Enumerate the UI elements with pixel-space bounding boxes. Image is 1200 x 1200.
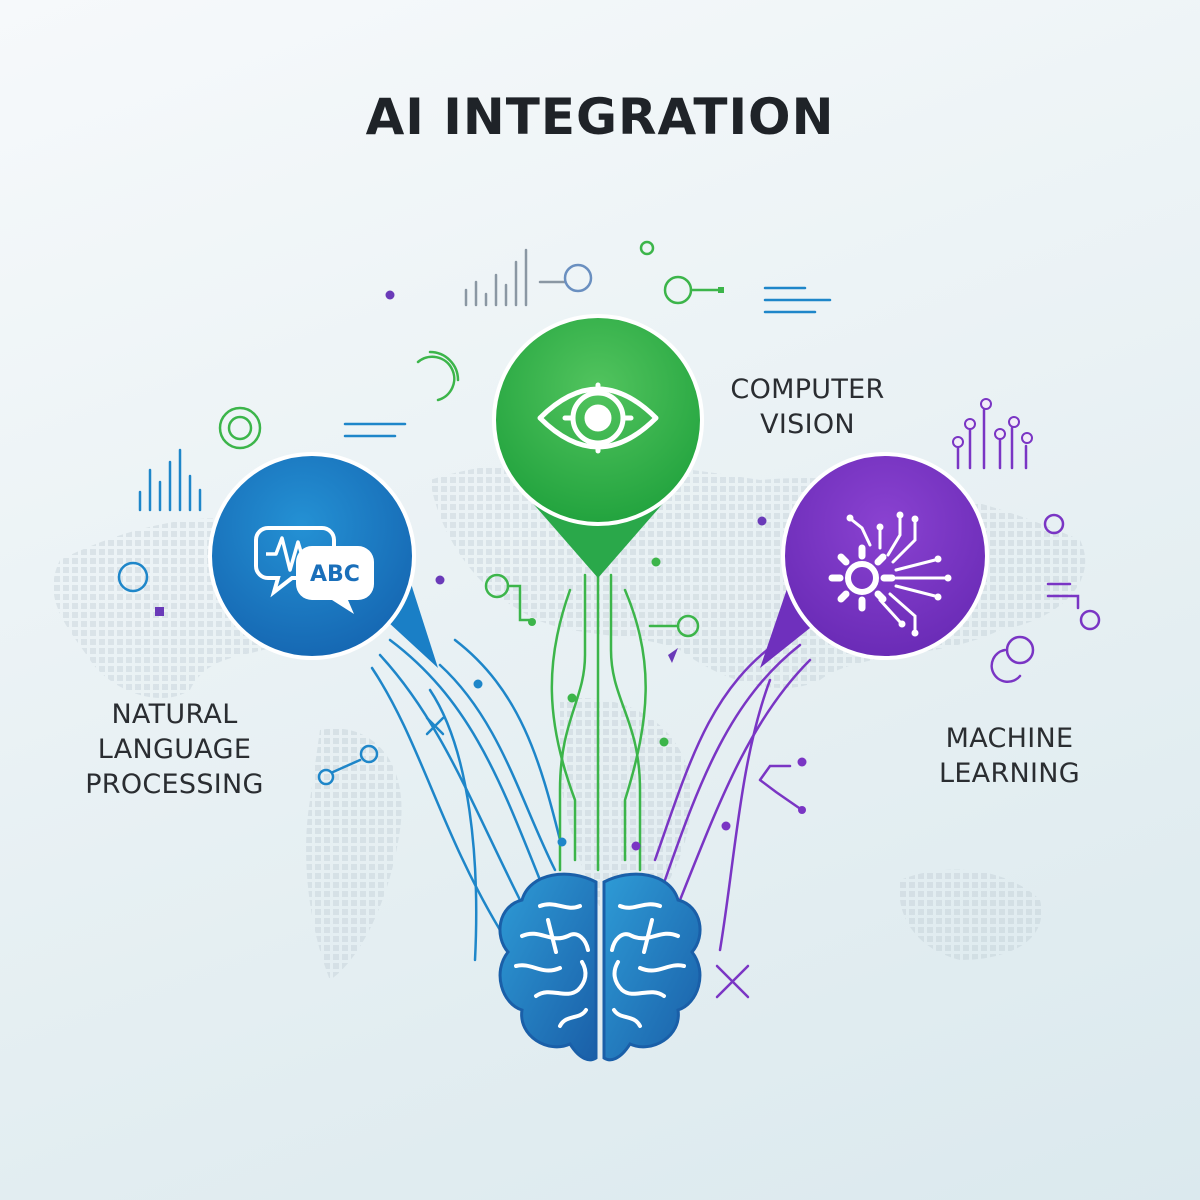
gear-circuit-icon bbox=[828, 516, 947, 632]
brain-icon bbox=[498, 872, 702, 1062]
machine-learning-node bbox=[760, 452, 989, 668]
circuit-nodes bbox=[155, 290, 807, 851]
computer-vision-node bbox=[492, 314, 704, 578]
page-title: AI INTEGRATION bbox=[365, 88, 835, 146]
speech-bubbles-icon: ABC bbox=[254, 526, 374, 614]
machine-learning-label: MACHINE LEARNING bbox=[938, 723, 1080, 789]
nlp-node: ABC bbox=[208, 452, 438, 668]
eye-icon bbox=[537, 382, 659, 454]
computer-vision-label: COMPUTER VISION bbox=[730, 374, 885, 440]
connection-lines bbox=[370, 573, 812, 962]
decorative-elements bbox=[117, 240, 1101, 999]
abc-text: ABC bbox=[310, 562, 360, 587]
nlp-label: NATURAL LANGUAGE PROCESSING bbox=[85, 699, 264, 800]
